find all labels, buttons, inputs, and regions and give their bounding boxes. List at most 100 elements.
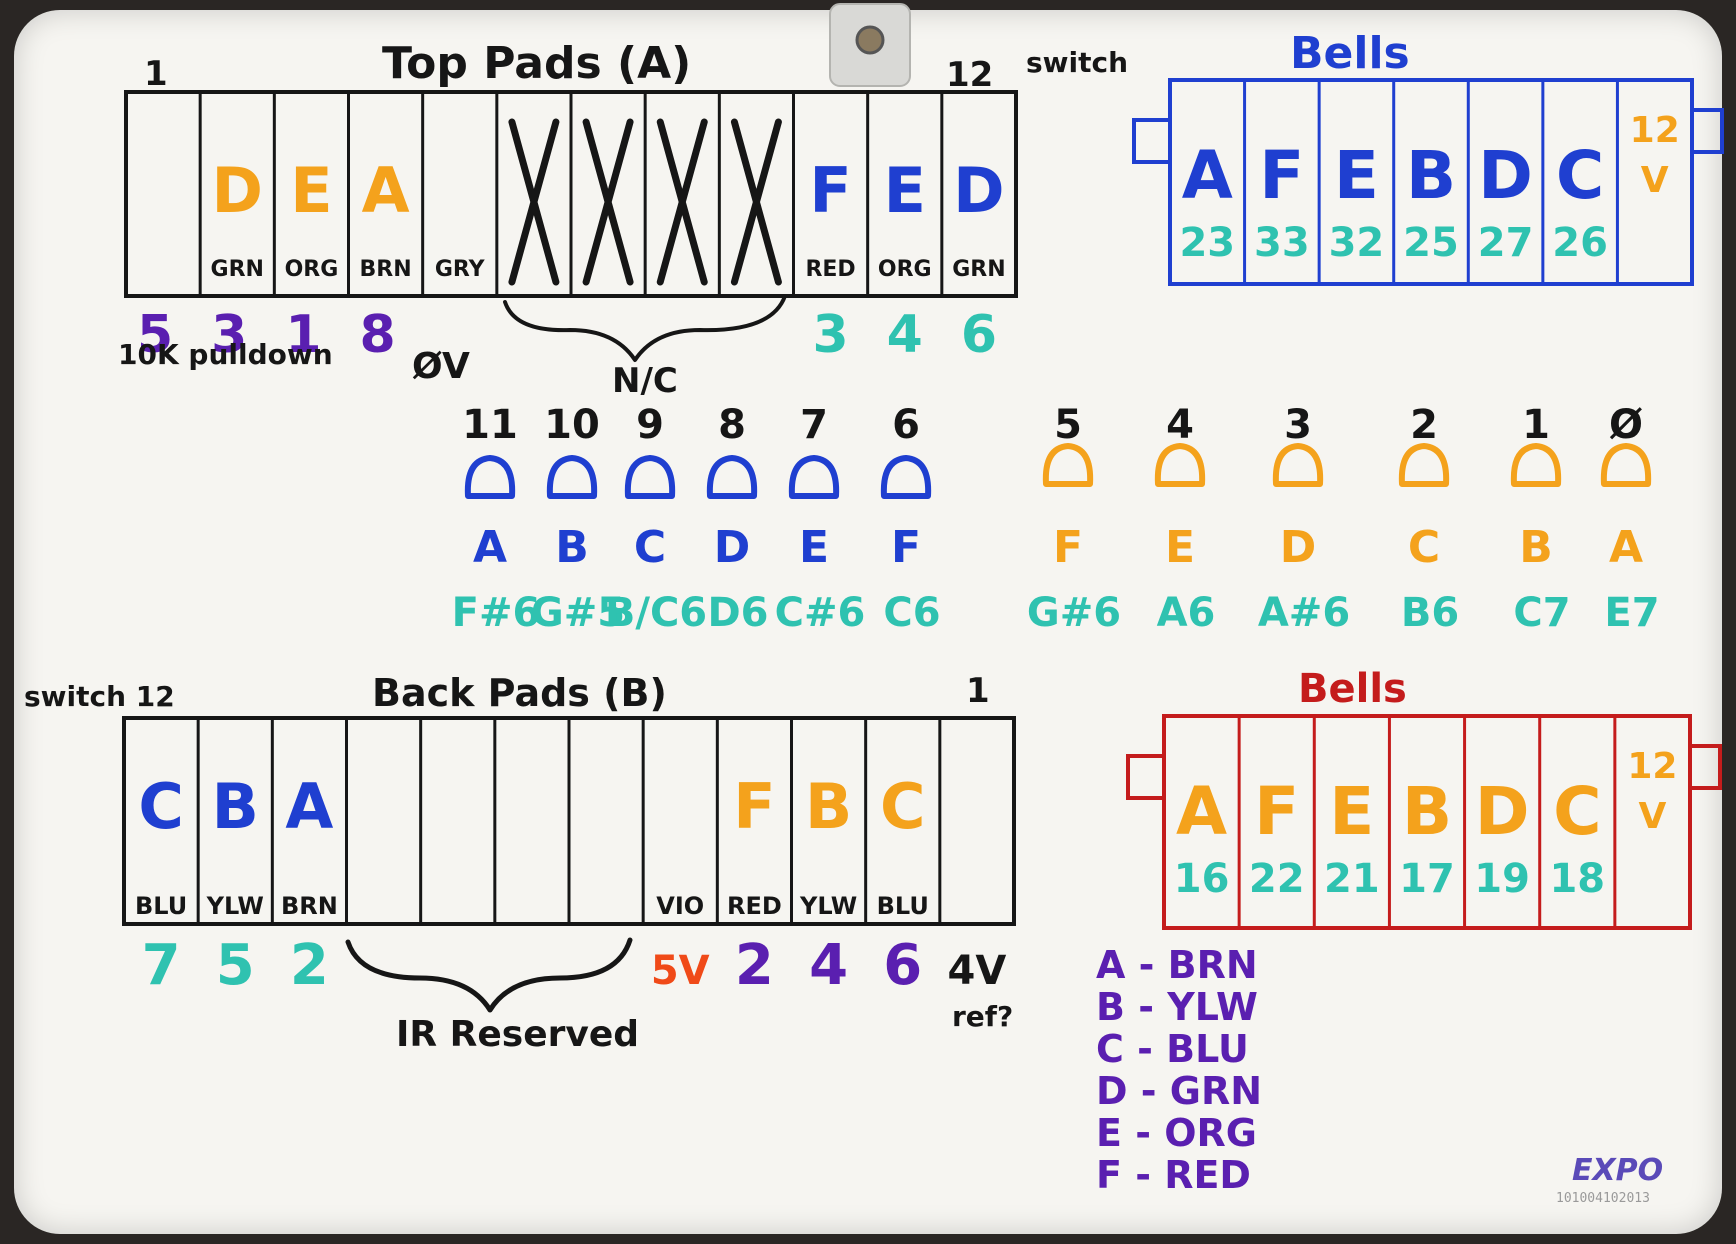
bell-icon [1510,443,1562,487]
legend-entry: B - YLW [1096,985,1258,1029]
bell-index: 8 [718,402,746,448]
bell-letter: F [1259,137,1304,214]
bell-icon [1600,443,1652,487]
bell-index: 9 [636,402,664,448]
bell-note: E7 [1604,590,1659,636]
bell-index: 6 [892,402,920,448]
bell-note: G#5 [531,590,625,636]
bell-row-letter: C [1408,522,1440,573]
legend-entry: E - ORG [1096,1111,1257,1155]
bell-icon [546,455,598,499]
bell-icon [1272,443,1324,487]
back-pad-number: 5V [651,948,710,994]
top-pad-number: 8 [359,305,395,365]
bell-index: 11 [462,402,518,448]
bell-icon [706,455,758,499]
top-pads-title: Top Pads (A) [382,38,691,89]
top-pad-wire: GRY [435,257,486,282]
bell-letter: C [1553,773,1601,850]
legend-entry: F - RED [1096,1153,1251,1197]
bell-note: C7 [1513,590,1570,636]
bell-strip-outline [1162,714,1692,930]
bell-row-letter: A [1609,522,1643,573]
bell-letter: C [1556,137,1604,214]
bell-icon [1042,443,1094,487]
top-pad-wire: ORG [878,257,932,282]
pad-cross-mark [508,118,560,286]
top-pad-number: 3 [211,305,247,365]
bell-row-letter: D [1280,522,1317,573]
bell-row-letter: D [714,522,751,573]
strip-tab-left [1132,118,1172,164]
pad-cross-mark [730,118,782,286]
bell-note: F#6 [452,590,541,636]
top-pad-number: 6 [961,305,997,365]
back-pad-wire: BLU [135,892,187,920]
pad-cross-mark [656,118,708,286]
top-pad-letter: D [212,154,263,227]
back-pad-wire: RED [727,892,782,920]
bell-icon [788,455,840,499]
bell-letter: A [1176,773,1227,850]
top-pads-switch-label: switch [1026,46,1128,79]
back-pad-wire: VIO [656,892,704,920]
back-pad-number: 4 [809,933,848,998]
bell-note: C#6 [775,590,866,636]
bell-letter: B [1406,137,1456,214]
bell-note: A6 [1157,590,1216,636]
bell-number: 22 [1249,856,1305,902]
bell-row-letter: B [555,522,589,573]
back-pad-wire: YLW [799,892,857,920]
bell-row-letter: C [634,522,666,573]
bell-letter: D [1475,773,1530,850]
bell-note: G#6 [1027,590,1121,636]
top-pad-letter: D [953,154,1004,227]
bell-row-letter: F [1053,522,1083,573]
back-pad-letter: B [212,770,259,843]
legend-entry: D - GRN [1096,1069,1262,1113]
bell-icon [880,455,932,499]
back-pad-number: 5 [216,933,255,998]
back-pad-number: 4V [948,948,1007,994]
bell-icon [464,455,516,499]
strip-tab-right [1690,108,1724,154]
bell-index: 5 [1054,402,1082,448]
top-pads-num-right: 12 [946,55,993,95]
bell-note: C6 [883,590,940,636]
bell-number: 33 [1254,220,1310,266]
top-pad-wire: RED [805,257,855,282]
pad-cross-mark [582,118,634,286]
bell-index: 2 [1410,402,1438,448]
bell-strip-outline [1168,78,1694,286]
bell-letter: A [1182,137,1233,214]
bell-number: 32 [1329,220,1385,266]
bell-number: 25 [1403,220,1459,266]
back-pad-wire: BRN [281,892,338,920]
top-pad-number: 1 [285,305,321,365]
back-pad-letter: F [733,770,775,843]
bell-index: 10 [544,402,600,448]
expo-logo: EXPO [1572,1153,1663,1188]
pulldown-label: 10K pulldown [118,338,333,371]
bell-letter: E [1329,773,1374,850]
top-pad-letter: A [362,154,410,227]
top-pad-letter: E [290,154,332,227]
back-pad-wire: BLU [877,892,929,920]
board-serial: 101004102013 [1556,1191,1650,1206]
back-pad-letter: C [138,770,184,843]
legend-entry: C - BLU [1096,1027,1249,1071]
bell-icon [624,455,676,499]
bell-index: 3 [1284,402,1312,448]
bell-index: 7 [800,402,828,448]
bell-number: 18 [1549,856,1605,902]
ir-reserved-label: IR Reserved [396,1014,639,1055]
bell-letter: D [1478,137,1533,214]
back-pad-letter: B [805,770,852,843]
back-pads-switch-label: switch 12 [24,680,175,713]
